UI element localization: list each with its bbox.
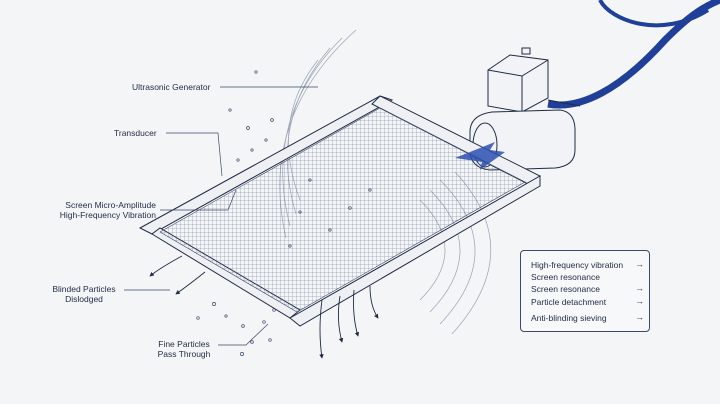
- legend-arrow-2: →: [635, 283, 644, 293]
- screen-frame: [138, 95, 541, 327]
- label-blinded-line1: Blinded Particles: [52, 284, 116, 294]
- legend-item-2: Screen resonance: [531, 284, 600, 294]
- cable: [547, 0, 720, 109]
- screen-mesh: [159, 107, 526, 313]
- label-fine-line2: Pass Through: [157, 349, 211, 359]
- legend-box: High-frequency vibration → Screen resona…: [520, 250, 650, 332]
- legend-item-1: Screen resonance: [531, 272, 600, 282]
- transfer-arrow: [455, 142, 505, 170]
- falling-arrows: [149, 255, 379, 359]
- particles: [196, 70, 372, 356]
- legend-item-4: Anti-blinding sieving: [531, 313, 607, 323]
- label-screen-vibration-line2: High-Frequency Vibration: [59, 210, 156, 220]
- legend-arrow-0: →: [635, 259, 644, 269]
- label-ultrasonic-generator: Ultrasonic Generator: [132, 82, 211, 92]
- legend-arrow-3: →: [635, 296, 644, 306]
- label-blinded-line2: Dislodged: [65, 294, 103, 304]
- label-screen-vibration-line1: Screen Micro-Amplitude: [65, 200, 156, 210]
- label-fine-line1: Fine Particles: [158, 339, 210, 349]
- label-transducer: Transducer: [114, 128, 157, 138]
- legend-item-3: Particle detachment: [531, 297, 607, 307]
- legend-item-0: High-frequency vibration: [531, 260, 624, 270]
- legend-arrow-4: →: [635, 312, 644, 322]
- leader-lines: [124, 86, 318, 346]
